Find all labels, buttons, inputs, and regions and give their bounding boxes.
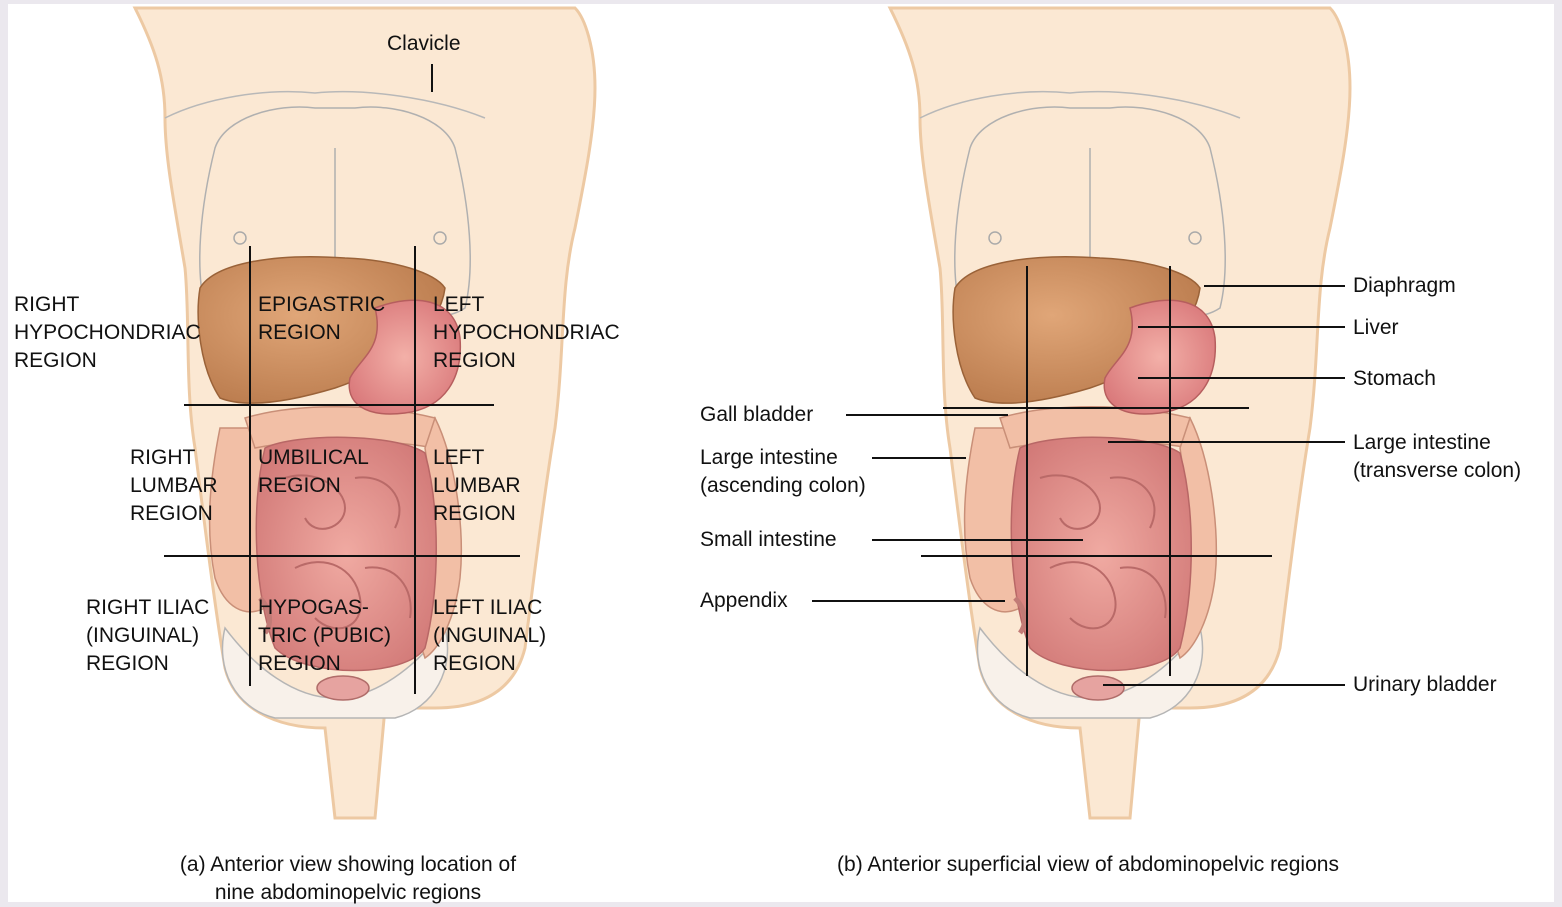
liver-label: Liver <box>1353 314 1399 342</box>
caption-b: (b) Anterior superficial view of abdomin… <box>768 851 1408 879</box>
torso-a <box>135 8 595 818</box>
large-intestine-transverse-label: Large intestine (transverse colon) <box>1353 429 1521 485</box>
caption-a: (a) Anterior view showing location of ni… <box>128 851 568 907</box>
clavicle-label: Clavicle <box>387 30 461 58</box>
left-iliac-region-label: LEFT ILIAC (INGUINAL) REGION <box>433 594 546 678</box>
large-intestine-ascending-label: Large intestine (ascending colon) <box>700 444 866 500</box>
figure-canvas: Clavicle RIGHT HYPOCHONDRIAC REGION EPIG… <box>8 4 1554 902</box>
right-iliac-region-label: RIGHT ILIAC (INGUINAL) REGION <box>86 594 209 678</box>
hypogastric-region-label: HYPOGAS- TRIC (PUBIC) REGION <box>258 594 391 678</box>
urinary-bladder-label: Urinary bladder <box>1353 671 1497 699</box>
right-lumbar-region-label: RIGHT LUMBAR REGION <box>130 444 218 528</box>
left-hypochondriac-region-label: LEFT HYPOCHONDRIAC REGION <box>433 291 620 375</box>
torso-b <box>890 8 1350 818</box>
epigastric-region-label: EPIGASTRIC REGION <box>258 291 385 347</box>
right-hypochondriac-region-label: RIGHT HYPOCHONDRIAC REGION <box>14 291 201 375</box>
gall-bladder-label: Gall bladder <box>700 401 813 429</box>
stomach-label: Stomach <box>1353 365 1436 393</box>
left-lumbar-region-label: LEFT LUMBAR REGION <box>433 444 521 528</box>
diaphragm-label: Diaphragm <box>1353 272 1456 300</box>
small-intestine-label: Small intestine <box>700 526 837 554</box>
umbilical-region-label: UMBILICAL REGION <box>258 444 369 500</box>
appendix-label: Appendix <box>700 587 788 615</box>
